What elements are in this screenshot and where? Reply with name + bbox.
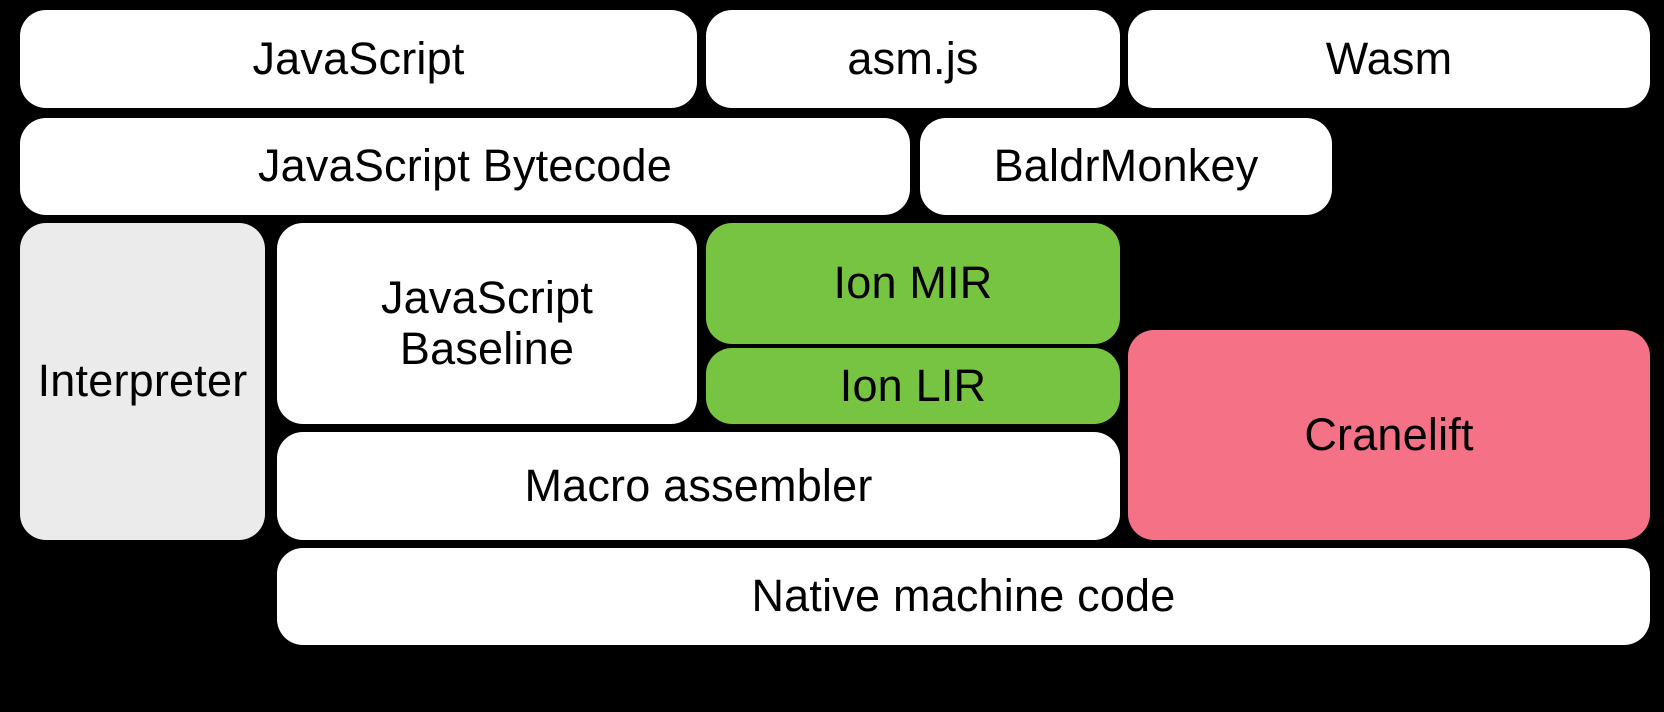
node-javascript-baseline: JavaScript Baseline — [277, 223, 697, 424]
node-baldrmonkey: BaldrMonkey — [920, 118, 1332, 215]
node-javascript-bytecode: JavaScript Bytecode — [20, 118, 910, 215]
node-ion-mir: Ion MIR — [706, 223, 1120, 344]
node-wasm: Wasm — [1128, 10, 1650, 108]
node-interpreter: Interpreter — [20, 223, 265, 540]
node-javascript: JavaScript — [20, 10, 697, 108]
node-macro-assembler: Macro assembler — [277, 432, 1120, 540]
node-asm-js: asm.js — [706, 10, 1120, 108]
node-cranelift: Cranelift — [1128, 330, 1650, 540]
node-ion-lir: Ion LIR — [706, 348, 1120, 424]
node-native-machine-code: Native machine code — [277, 548, 1650, 645]
